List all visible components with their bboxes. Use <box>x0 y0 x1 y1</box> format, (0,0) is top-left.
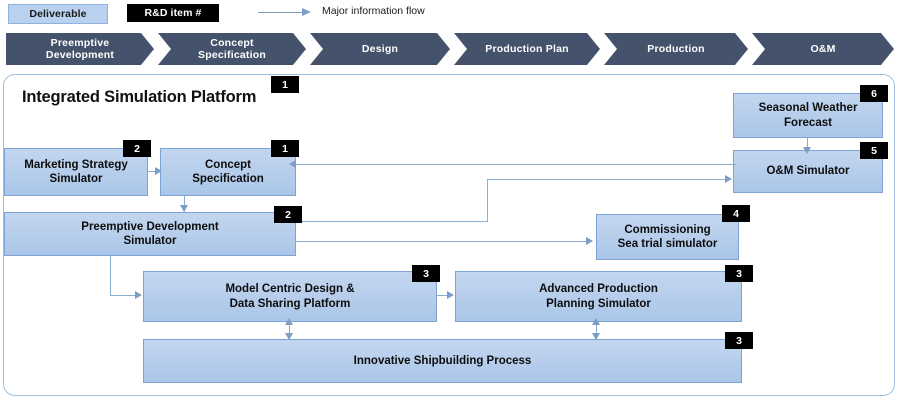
connector-preemptive-to-commissioning <box>296 241 588 243</box>
arrowhead-model-to-advanced <box>447 291 454 299</box>
legend-rd-item-swatch: R&D item # <box>127 4 219 22</box>
phase-chevron-production-plan[interactable]: Production Plan <box>454 33 600 65</box>
badge-platform: 1 <box>271 76 299 93</box>
connector-preemptive-to-model-seg1 <box>110 256 112 296</box>
badge-concept-specification: 1 <box>271 140 299 157</box>
phase-chevron-production[interactable]: Production <box>604 33 748 65</box>
legend: Deliverable R&D item # Major information… <box>0 0 900 28</box>
badge-advanced-production-planning-simulator: 3 <box>725 265 753 282</box>
connector-concept-to-preemptive <box>184 196 186 212</box>
badge-seasonal-weather-forecast: 6 <box>860 85 888 102</box>
arrowhead-preemptive-to-model <box>135 291 142 299</box>
node-model-centric-design-data-sharing-platform[interactable]: Model Centric Design &Data Sharing Platf… <box>143 271 437 322</box>
arrowhead-model-to-innovative-down <box>285 333 293 340</box>
arrowhead-preemptive-to-commissioning <box>586 237 593 245</box>
node-innovative-shipbuilding-process[interactable]: Innovative Shipbuilding Process <box>143 339 742 383</box>
legend-flow-label: Major information flow <box>322 5 425 17</box>
arrowhead-advanced-to-innovative-up <box>592 318 600 325</box>
arrowhead-advanced-to-innovative-down <box>592 333 600 340</box>
connector-preemptive-to-model-seg2 <box>110 295 137 297</box>
legend-deliverable-swatch: Deliverable <box>8 4 108 24</box>
arrowhead-model-to-innovative-up <box>285 318 293 325</box>
phase-chevron-om[interactable]: O&M <box>752 33 894 65</box>
badge-marketing-strategy-simulator: 2 <box>123 140 151 157</box>
connector-model-to-advanced <box>437 295 449 297</box>
arrowhead-om-to-concept <box>289 160 296 168</box>
arrowhead-preemptive-to-om <box>725 175 732 183</box>
connector-om-to-concept <box>296 164 736 166</box>
arrowhead-concept-to-preemptive <box>180 205 188 212</box>
connector-preemptive-to-om-seg2 <box>487 179 489 222</box>
phase-chevron-design[interactable]: Design <box>310 33 450 65</box>
badge-preemptive-development-simulator: 2 <box>274 206 302 223</box>
connector-advanced-to-innovative <box>596 322 598 339</box>
connector-marketing-to-concept <box>148 171 157 173</box>
legend-flow-arrow-icon <box>258 8 314 16</box>
page-title: Integrated Simulation Platform <box>22 88 257 106</box>
badge-om-simulator: 5 <box>860 142 888 159</box>
connector-preemptive-to-om-seg3 <box>487 179 727 181</box>
connector-model-to-innovative <box>289 322 291 339</box>
arrowhead-marketing-to-concept <box>155 167 162 175</box>
connector-weather-to-om <box>807 138 809 150</box>
arrowhead-weather-to-om <box>803 147 811 154</box>
badge-commissioning-sea-trial-simulator: 4 <box>722 205 750 222</box>
badge-model-centric-design: 3 <box>412 265 440 282</box>
connector-preemptive-to-om-seg1 <box>296 221 488 223</box>
badge-innovative-shipbuilding-process: 3 <box>725 332 753 349</box>
